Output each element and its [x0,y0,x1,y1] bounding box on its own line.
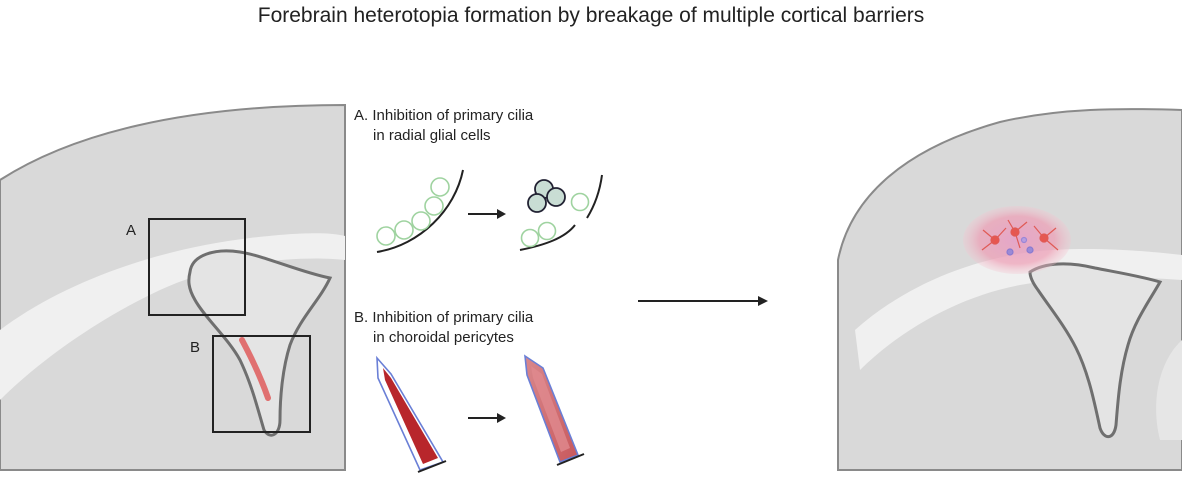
panel-a-heading-line2: in radial glial cells [373,127,491,144]
region-a-box [148,218,246,316]
region-b-label: B [190,339,200,356]
region-a-label: A [126,222,136,239]
right-lateral-ventricle [1028,262,1163,439]
panel-a: A. Inhibition of primary cilia in radial… [354,107,603,253]
panel-b-arrow [468,413,506,423]
panel-a-disrupted-cells [519,174,603,251]
left-choroid-vessel [239,337,271,401]
left-brain-section: A B [0,103,346,471]
right-brain-section [837,108,1182,471]
panel-a-normal-cells [376,169,464,253]
left-white-matter-band [0,233,345,400]
panel-b-heading-line1: B. Inhibition of primary cilia [354,309,534,326]
region-b-box [212,335,311,433]
panel-b: B. Inhibition of primary cilia in choroi… [354,309,585,473]
panel-a-heading-line1: A. Inhibition of primary cilia [354,107,534,124]
heterotopia-neurons [981,219,1059,256]
ventricular-membrane-broken-lower [519,224,576,251]
ventricular-membrane-broken-upper [586,174,603,219]
panel-a-arrow [468,209,506,219]
left-lateral-ventricle [187,249,333,437]
right-brain-fold [1156,340,1182,440]
figure-title: Forebrain heterotopia formation by break… [257,4,925,27]
vessel-normal [376,355,447,473]
main-progression-arrow [638,296,768,306]
vessel-disrupted [524,354,585,466]
ventricular-membrane-intact [376,169,464,253]
right-white-matter-band [855,248,1182,370]
panel-b-heading-line2: in choroidal pericytes [373,329,514,346]
